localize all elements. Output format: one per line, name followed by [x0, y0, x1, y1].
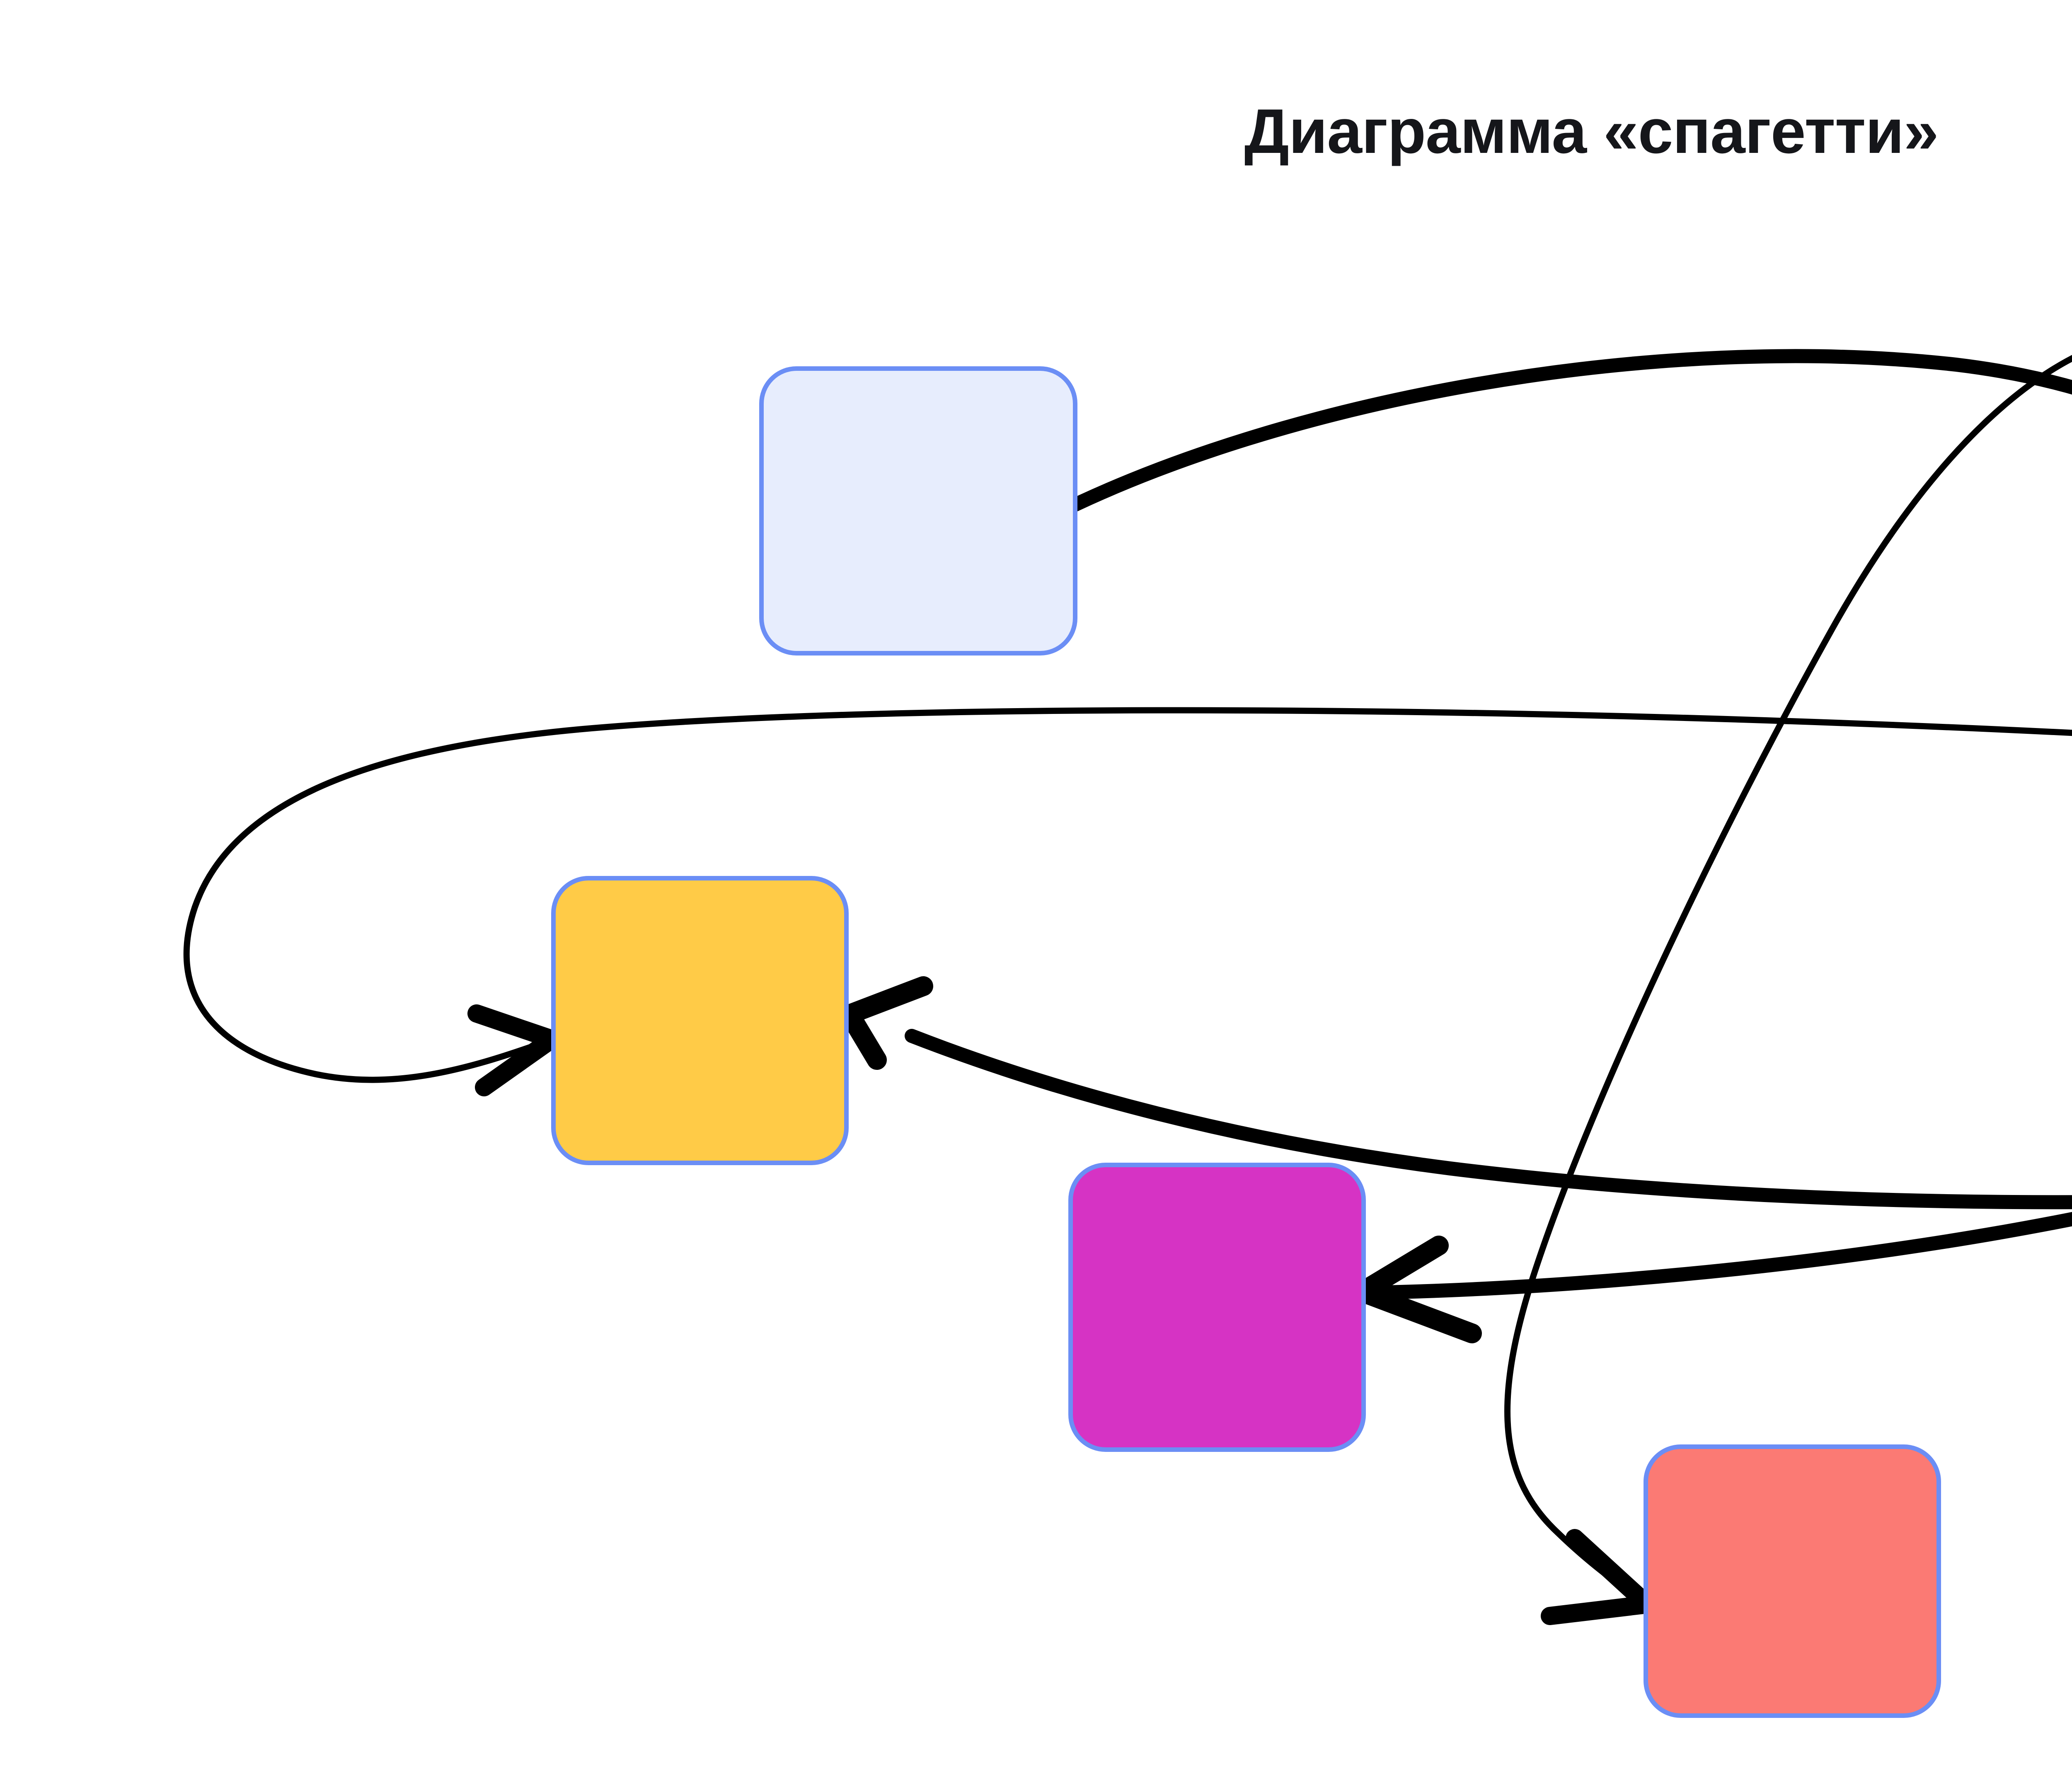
node-magenta[interactable]	[1068, 1163, 1366, 1452]
edge-blue-to-yellow	[840, 976, 2072, 1209]
edge-green-to-yellow-loop	[183, 707, 2072, 1096]
edge-lavender-to-green	[1039, 349, 2072, 526]
edge-green-to-red	[1504, 355, 2072, 1625]
page-title: Диаграмма «спагетти»	[1244, 96, 1939, 167]
node-yellow[interactable]	[551, 876, 849, 1165]
node-lavender[interactable]	[759, 366, 1077, 656]
node-red[interactable]	[1644, 1444, 1941, 1718]
edge-green-to-magenta	[1352, 1212, 2072, 1343]
